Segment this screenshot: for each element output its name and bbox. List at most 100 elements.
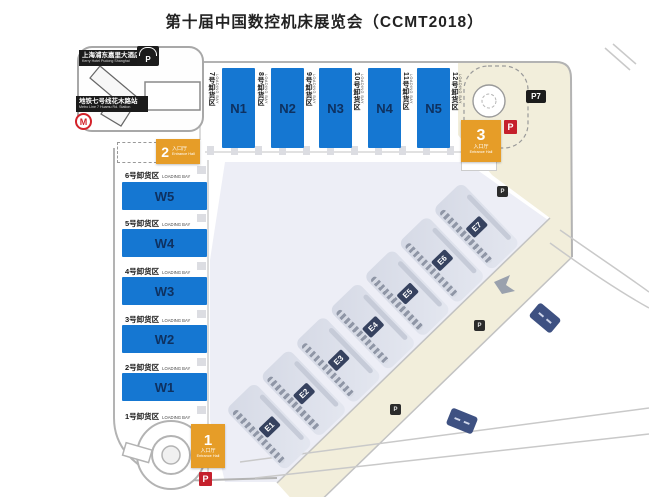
metro-name-zh: 地铁七号线花木路站 [79, 98, 138, 105]
hall-label: W3 [154, 283, 175, 299]
parking-badge-p7: P7 [526, 90, 546, 103]
hall-n4: N4 [368, 68, 401, 148]
parking-letter: P [500, 188, 505, 195]
bay-label-zh: 4号卸货区 [125, 267, 160, 276]
road-northeast [549, 229, 649, 309]
loading-bay-12: 12号卸货区 LOADING BAY [449, 70, 464, 148]
road-corner-ticks [604, 43, 637, 71]
bay-label-en: LOADING BAY [162, 366, 191, 371]
hall-n5: N5 [417, 68, 450, 148]
parking-badge: P [390, 404, 401, 415]
bay-label-zh: 11号卸货区 [402, 72, 409, 111]
hotel-name-zh: 上海浦东嘉里大酒店 [82, 52, 141, 59]
hotel-name-en: Kerry Hotel Pudong Shanghai [82, 59, 130, 64]
bay-label-zh: 8号卸货区 [257, 72, 264, 107]
bay-label-zh: 5号卸货区 [125, 219, 160, 228]
entrance-hall-3: 3 入口厅 Entrance Hall [461, 120, 501, 162]
bay-label-zh: 7号卸货区 [208, 72, 215, 107]
bay-label-zh: 6号卸货区 [125, 171, 160, 180]
parking-letter: P [507, 122, 514, 132]
ramp-marker-icon [494, 275, 515, 294]
hall-label: N2 [279, 100, 296, 116]
bay-label-zh: 3号卸货区 [125, 315, 160, 324]
loading-bay-8: 8号卸货区 LOADING BAY [255, 70, 270, 148]
hotel-label: 上海浦东嘉里大酒店 Kerry Hotel Pudong Shanghai [79, 50, 151, 66]
hall-n1: N1 [222, 68, 255, 148]
entrance-number: 3 [476, 126, 486, 144]
hall-label: W5 [154, 188, 175, 204]
parking-badge: P [199, 472, 212, 486]
parking-letter: P [393, 406, 398, 413]
entrance-hall-2: 2 入口厅 Entrance Hall [156, 139, 200, 164]
entrance-en: Entrance Hall [469, 149, 493, 154]
flower-roundabout [472, 84, 506, 118]
metro-logo-letter: M [79, 116, 88, 127]
parking-letter: P [477, 322, 482, 329]
hotel-parking-lot-outline [144, 81, 201, 111]
loading-bay-7: 7号卸货区 LOADING BAY [206, 70, 221, 148]
venue-outline-diagonal-outer [323, 256, 573, 497]
hall-label: W2 [154, 331, 175, 347]
parking-badge: P [474, 320, 485, 331]
hall-label: N5 [425, 100, 442, 116]
entrance-number: 2 [161, 143, 169, 160]
covered-parking-letter: P [145, 54, 151, 64]
bay-label-en: LOADING BAY [162, 174, 191, 179]
parking-letter: P [202, 474, 209, 484]
hall-n2: N2 [271, 68, 304, 148]
bay-label-en: LOADING BAY [360, 74, 364, 104]
bay-label-en: LOADING BAY [162, 270, 191, 275]
bay-label-en: LOADING BAY [458, 74, 462, 104]
metro-name-en: Metro Line 7 Huamu Rd. Station [79, 105, 131, 110]
entrance-zh: 入口厅 [172, 146, 188, 153]
roundabout-approach [121, 441, 154, 464]
venue-outline-top-right [203, 61, 573, 258]
overpass-icon [446, 408, 478, 434]
hall-n3: N3 [319, 68, 352, 148]
hall-label: W4 [154, 235, 175, 251]
bay-label-zh: 12号卸货区 [451, 72, 458, 111]
hall-label: N3 [327, 100, 344, 116]
roundabout-core [161, 445, 181, 465]
road-south [239, 407, 649, 479]
hall-w4: W4 [122, 229, 207, 257]
loading-bay-11: 11号卸货区 LOADING BAY [400, 70, 415, 148]
hall-w5: W5 [122, 182, 207, 210]
bay-label-en: LOADING BAY [162, 415, 191, 420]
hall-w2: W2 [122, 325, 207, 353]
entrance-en: Entrance Hall [196, 454, 220, 459]
entrance-number: 1 [203, 432, 213, 450]
bay-label-en: LOADING BAY [264, 74, 268, 104]
entrance2-building-outline [117, 142, 157, 163]
covered-parking-icon: P [137, 46, 159, 66]
loading-bay-10: 10号卸货区 LOADING BAY [351, 70, 366, 148]
bay-label-zh: 9号卸货区 [305, 72, 312, 107]
hall-label: W1 [154, 379, 175, 395]
bay-label-en: LOADING BAY [312, 74, 316, 104]
parking-badge: P [504, 120, 517, 134]
flower-roundabout-inner [481, 93, 497, 109]
entrance-zh: 入口厅 [473, 143, 489, 150]
entrance-hall-1: 1 入口厅 Entrance Hall [191, 424, 225, 468]
north-corridor-doors [207, 146, 463, 155]
metro-logo-icon: M [75, 113, 92, 130]
bay-label-zh: 2号卸货区 [125, 363, 160, 372]
entrance-zh: 入口厅 [200, 448, 216, 455]
parking-label: P7 [531, 92, 541, 101]
bay-label-en: LOADING BAY [162, 318, 191, 323]
bay-label-en: LOADING BAY [162, 222, 191, 227]
perimeter-road [277, 63, 572, 497]
hall-w3: W3 [122, 277, 207, 305]
bay-label-zh: 10号卸货区 [353, 72, 360, 111]
parking-badge: P [497, 186, 508, 197]
bay-label-zh: 1号卸货区 [125, 412, 160, 421]
hall-label: N1 [230, 100, 247, 116]
bay-label-en: LOADING BAY [215, 74, 219, 104]
bay-label-en: LOADING BAY [409, 74, 413, 104]
